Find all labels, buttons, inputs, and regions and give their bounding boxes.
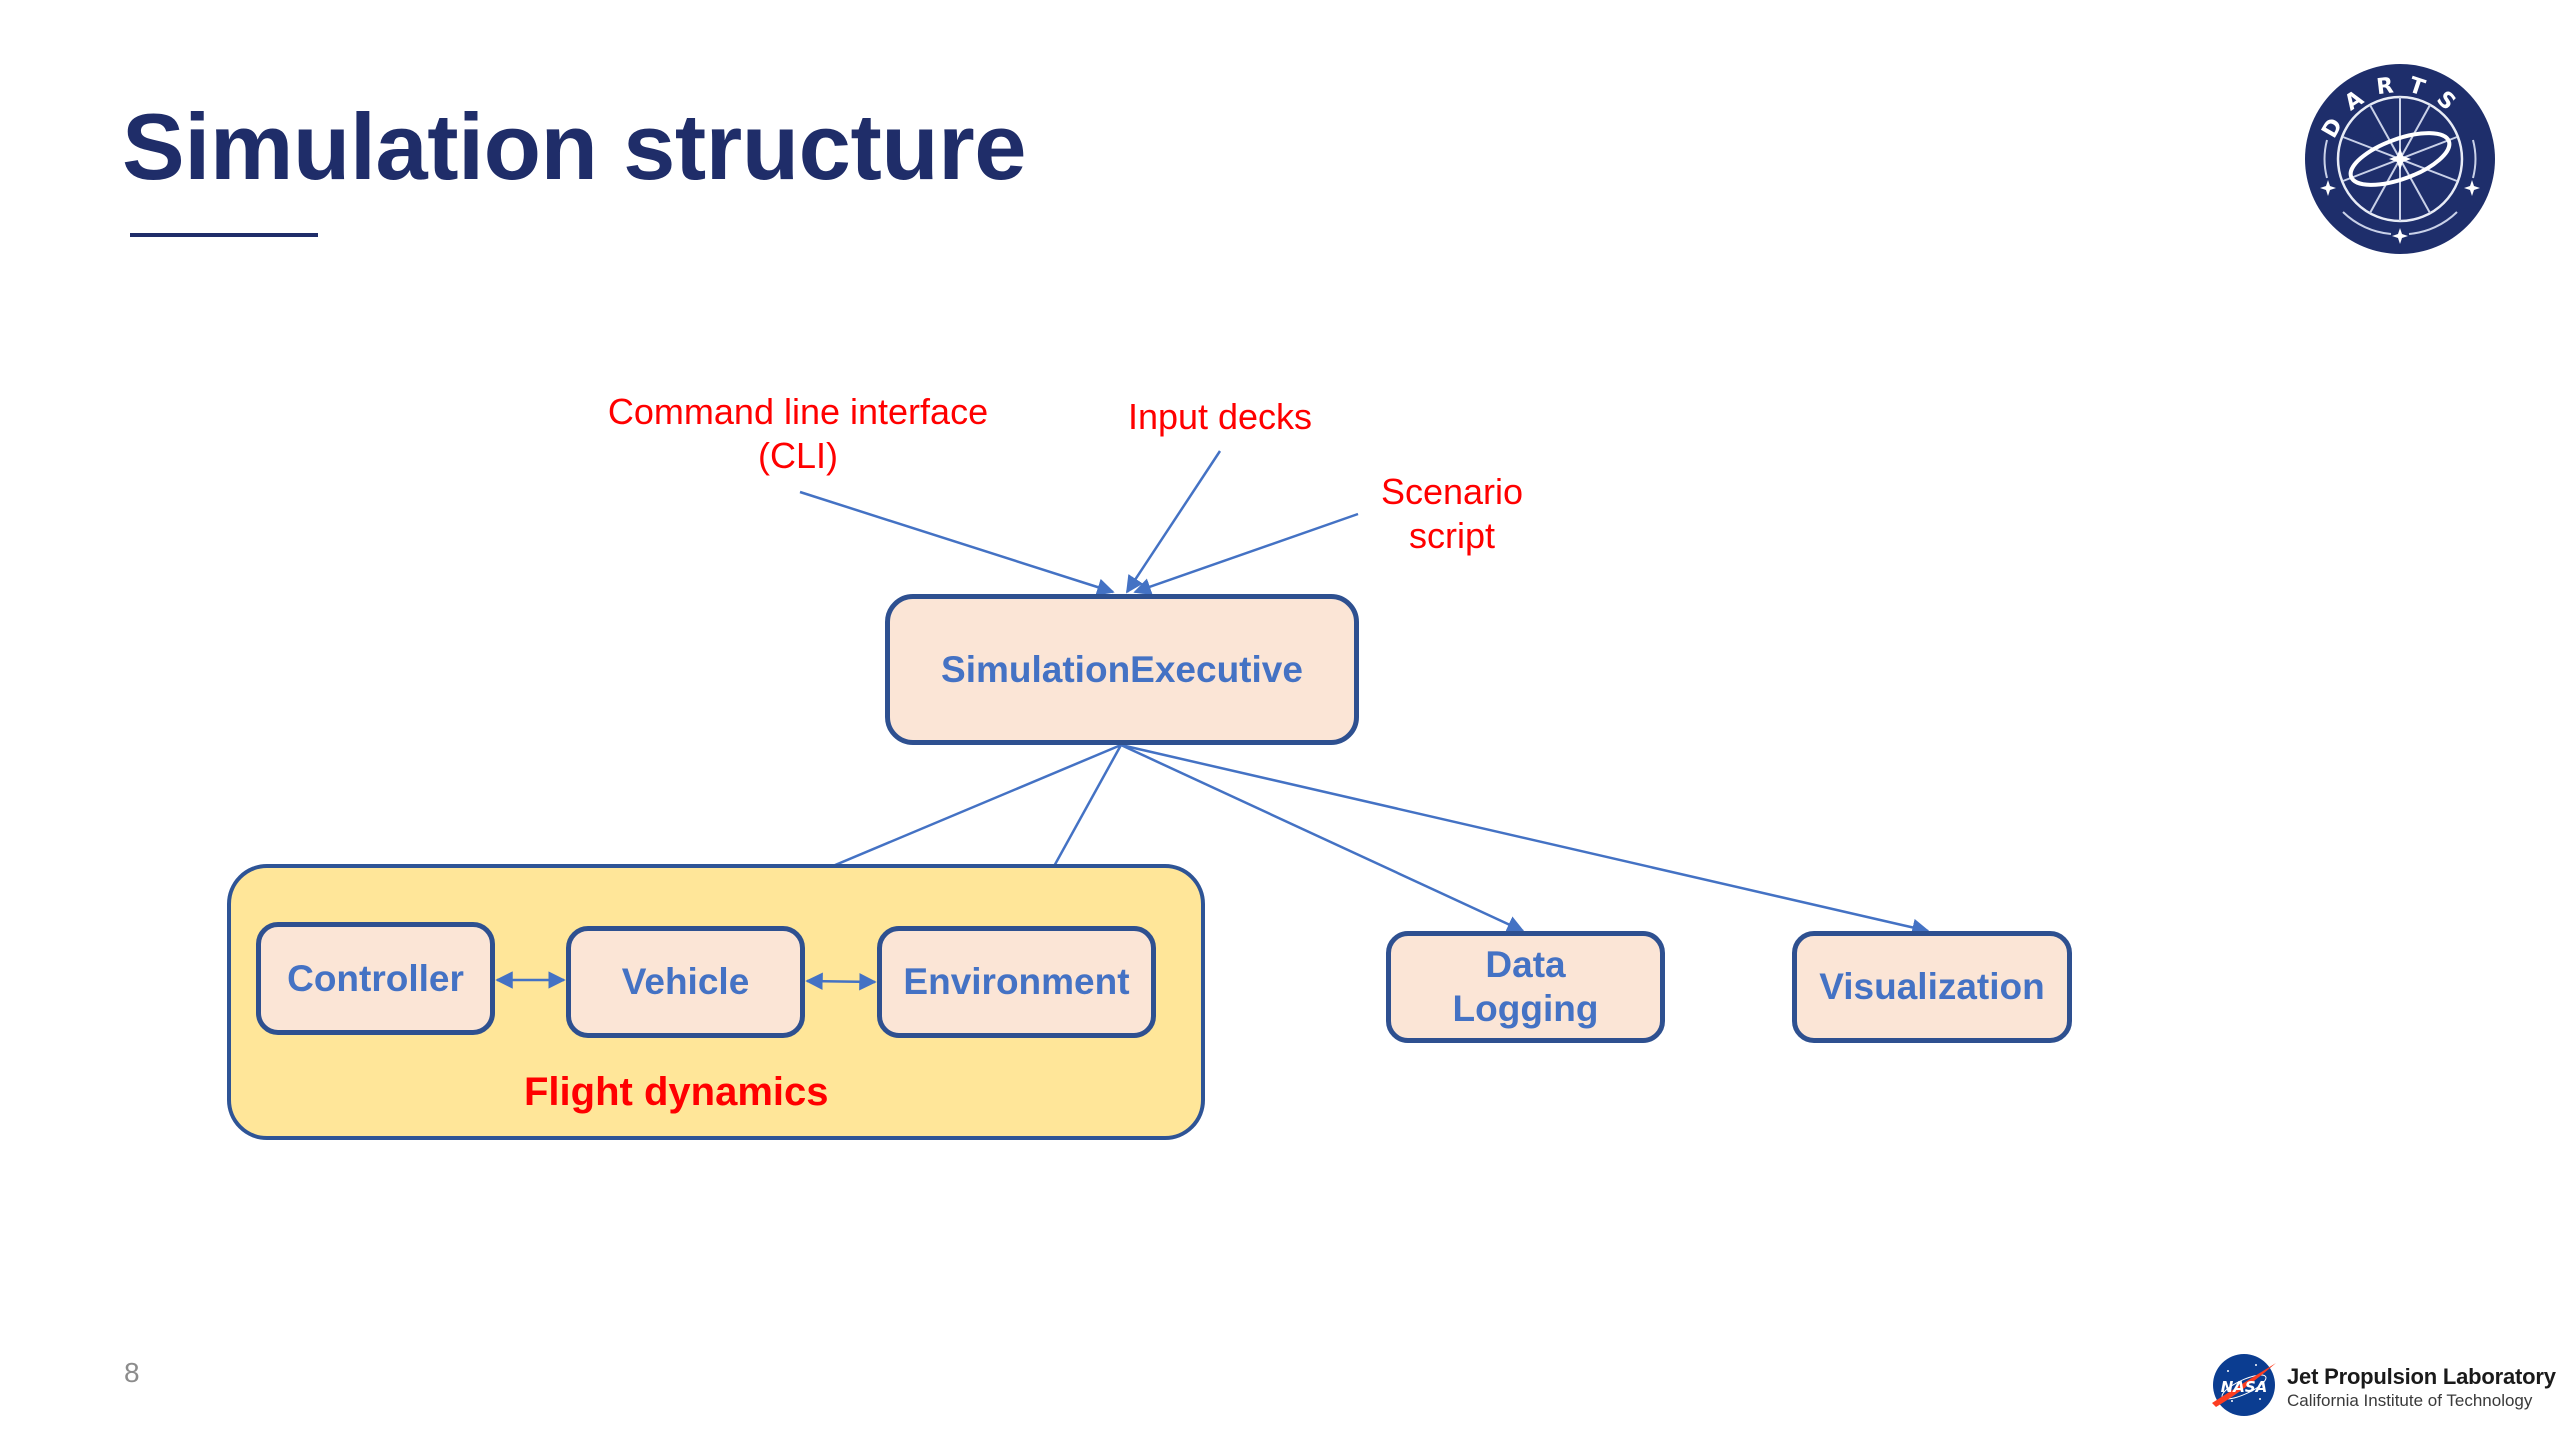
input-label-input-decks-line1: Input decks xyxy=(1127,396,1313,437)
node-controller-label: Controller xyxy=(287,957,464,999)
node-simulation-executive-label: SimulationExecutive xyxy=(941,648,1303,690)
node-environment-label: Environment xyxy=(903,961,1130,1002)
node-data-logging[interactable]: Data Logging xyxy=(1386,931,1665,1043)
darts-logo-icon: DARTS xyxy=(2305,64,2495,254)
node-visualization-label: Visualization xyxy=(1819,966,2045,1007)
input-label-scenario-line2: script xyxy=(1408,515,1495,556)
input-label-scenario-line1: Scenario xyxy=(1380,471,1524,512)
edge-executive-to-visualization xyxy=(1120,743,1930,936)
page-number: 8 xyxy=(124,1357,140,1388)
node-environment[interactable]: Environment xyxy=(877,926,1156,1038)
edge-scenario-to-executive xyxy=(1133,512,1359,596)
edge-cli-to-executive xyxy=(799,490,1115,596)
jpl-name: Jet Propulsion Laboratory xyxy=(2287,1364,2556,1389)
input-label-cli-line2: (CLI) xyxy=(758,435,838,476)
group-flight-dynamics-label: Flight dynamics xyxy=(524,1070,829,1114)
input-label-input-decks: Input decks xyxy=(1120,395,1320,439)
node-vehicle-label: Vehicle xyxy=(621,961,750,1002)
title-underline xyxy=(130,233,318,237)
node-data-logging-label: Data Logging xyxy=(1452,944,1599,1029)
node-vehicle[interactable]: Vehicle xyxy=(566,926,805,1038)
node-controller[interactable]: Controller xyxy=(256,922,495,1035)
node-visualization[interactable]: Visualization xyxy=(1792,931,2072,1043)
node-simulation-executive[interactable]: SimulationExecutive xyxy=(885,594,1359,745)
slide-title: Simulation structure xyxy=(122,94,1027,199)
nasa-wordmark: NASA xyxy=(2221,1378,2268,1396)
jpl-subtitle: California Institute of Technology xyxy=(2287,1391,2533,1410)
input-label-scenario: Scenario script xyxy=(1370,470,1534,558)
edge-input-decks-to-executive xyxy=(1125,450,1222,594)
input-label-cli: Command line interface (CLI) xyxy=(592,390,1004,478)
input-label-cli-line1: Command line interface xyxy=(607,391,989,432)
nasa-meatball-icon: NASA xyxy=(2212,1354,2276,1416)
